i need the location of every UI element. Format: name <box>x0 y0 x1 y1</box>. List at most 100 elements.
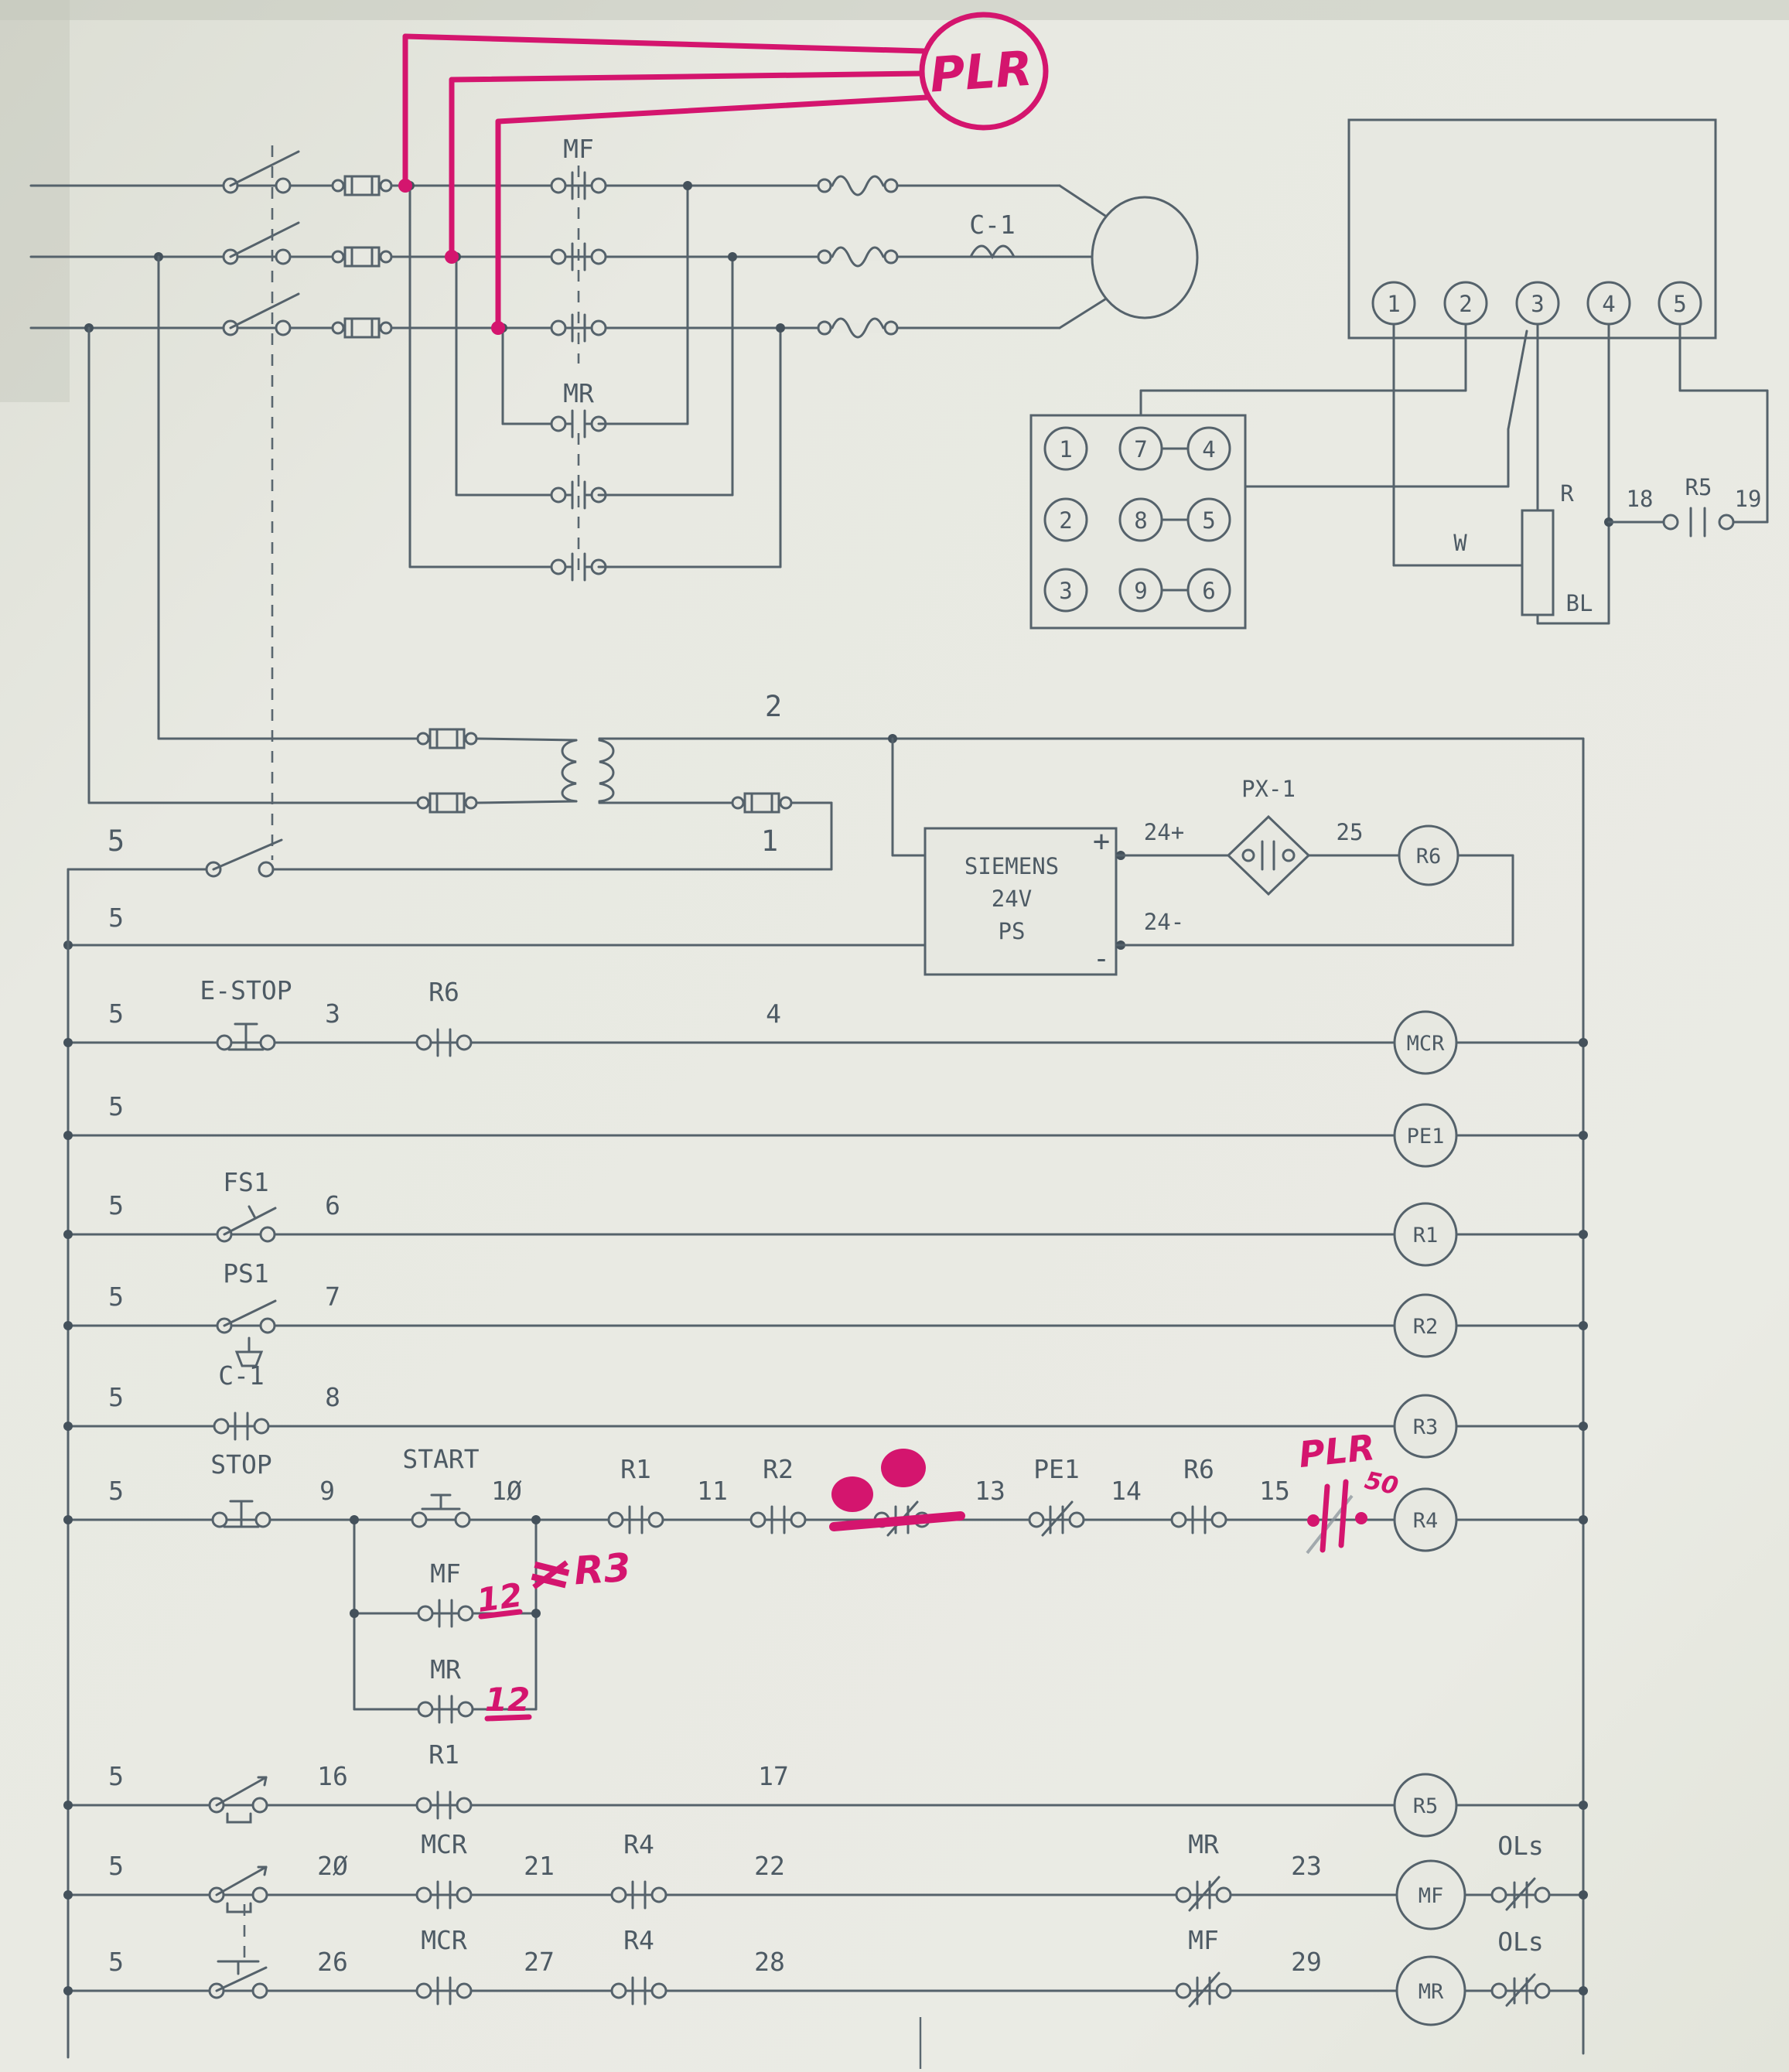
red-blot-over-r3-label <box>881 1449 926 1487</box>
motor-terminal-box: 1 2 3 4 5 <box>1139 118 1769 625</box>
ps-brand: SIEMENS <box>964 853 1059 879</box>
red-50-label: 50 <box>1362 1466 1401 1500</box>
mr-label: MR <box>563 378 594 408</box>
wire-29: 29 <box>1291 1947 1322 1977</box>
mf-contactor-contacts: MF <box>550 134 607 364</box>
wire-8: 8 <box>325 1382 340 1412</box>
wire-14: 14 <box>1111 1476 1142 1506</box>
r4-contact-label: R4 <box>623 1829 654 1859</box>
scan-shadow-top <box>0 0 1789 20</box>
transformer-secondary-winding <box>598 739 615 803</box>
transformer-primary-winding <box>561 739 578 803</box>
fs1-flow-switch <box>216 1205 277 1243</box>
wire-11: 11 <box>697 1476 728 1506</box>
r1-coil <box>1393 1202 1458 1267</box>
r3-coil-label: R3 <box>1413 1415 1439 1439</box>
r6-contact-label: R6 <box>1183 1454 1214 1484</box>
wire-2-label: 2 <box>765 690 782 723</box>
ps-minus: - <box>1093 942 1110 975</box>
wire-17: 17 <box>758 1761 789 1791</box>
mr-seal-label: MR <box>430 1654 461 1685</box>
r5-coil <box>1393 1773 1458 1838</box>
r4-coil-label: R4 <box>1413 1509 1439 1533</box>
start-label: START <box>402 1444 479 1474</box>
terminal-5: 5 <box>1673 291 1686 317</box>
grid-6: 6 <box>1202 578 1215 604</box>
mcr-contact-label: MCR <box>421 1925 467 1955</box>
pe1-coil <box>1393 1103 1458 1168</box>
mf-label: MF <box>563 134 594 164</box>
wire-5: 5 <box>108 1476 124 1506</box>
c1-current-coil: C-1 <box>969 210 1016 260</box>
wire-23: 23 <box>1291 1851 1322 1881</box>
wire-5: 5 <box>108 1382 124 1412</box>
wire-15: 15 <box>1259 1476 1290 1506</box>
disconnect-switch <box>222 145 300 860</box>
ols-label: OLs <box>1497 1927 1544 1957</box>
wire-5: 5 <box>108 1282 124 1312</box>
pot-r-label: R <box>1560 480 1574 507</box>
rung-r2: 5 PS1 7 R2 <box>63 1258 1588 1367</box>
mr-coil-label: MR <box>1419 1980 1444 2004</box>
wire-5-label: 5 <box>108 903 124 933</box>
wire-10: 1Ø <box>491 1476 522 1506</box>
mr-interlock-label: MR <box>1188 1829 1219 1859</box>
rung-mcr: 5 E-STOP 3 R6 4 MCR <box>63 975 1588 1075</box>
terminal-circles: 1 2 3 4 5 <box>1371 281 1702 326</box>
grid-9: 9 <box>1134 578 1147 604</box>
mf-coil <box>1395 1859 1466 1930</box>
wire-7: 7 <box>325 1282 340 1312</box>
c1-contact-label: C-1 <box>218 1360 265 1391</box>
wire-27: 27 <box>524 1947 555 1977</box>
rung-mf: 5 2Ø MCR 21 R4 22 MR 23 MF OLs <box>63 1829 1588 1960</box>
terminal-3: 3 <box>1531 291 1544 317</box>
wire-21: 21 <box>524 1851 555 1881</box>
dc-power-supply-circuit: 5 SIEMENS 24V PS + - 24+ PX-1 25 R6 24- <box>63 734 1514 976</box>
wire-22: 22 <box>754 1851 785 1881</box>
wire-5: 5 <box>108 1091 124 1121</box>
wire-20: 2Ø <box>317 1851 348 1881</box>
ps1-label: PS1 <box>223 1258 269 1289</box>
red-strikethrough <box>829 1511 965 1531</box>
r2-coil <box>1393 1293 1458 1358</box>
terminal-grid-block: 1 7 4 2 8 5 3 9 6 <box>1029 414 1247 630</box>
rung-r3: 5 C-1 8 R3 <box>63 1360 1588 1459</box>
fs1-label: FS1 <box>223 1167 269 1197</box>
r5-contact-label: R5 <box>1685 474 1712 500</box>
mf-interlock-label: MF <box>1188 1925 1219 1955</box>
seal-in-branches: MF MR <box>350 1515 541 1724</box>
motor-symbol <box>1091 196 1199 319</box>
pot-w-label: W <box>1453 530 1467 556</box>
mcr-contact-label: MCR <box>421 1829 467 1859</box>
pe1-contact-label: PE1 <box>1033 1454 1080 1484</box>
three-phase-power-section: MF MR <box>29 134 1199 860</box>
rung-r5: 5 16 R1 17 R5 <box>63 1739 1588 1838</box>
r3-coil <box>1393 1394 1458 1459</box>
grid-7: 7 <box>1134 436 1147 463</box>
ps-voltage: 24V <box>992 886 1032 912</box>
wire-5: 5 <box>108 1851 124 1881</box>
rung-mr: 5 26 MCR 27 R4 28 MF 29 MR OLs <box>63 1925 1588 2026</box>
ps-type: PS <box>999 918 1026 944</box>
wire-5: 5 <box>108 1761 124 1791</box>
red-12-mr: 12 <box>485 1681 530 1719</box>
scan-shadow-corner <box>0 0 70 402</box>
wire-5: 5 <box>108 998 124 1029</box>
speed-potentiometer: R W BL <box>1453 480 1593 616</box>
grid-4: 4 <box>1202 436 1215 463</box>
r4-coil <box>1393 1487 1458 1552</box>
wire-9: 9 <box>319 1476 335 1506</box>
wire-24plus: 24+ <box>1144 819 1184 845</box>
red-plr-contact: PLR 50 <box>1297 1426 1401 1553</box>
wire-3: 3 <box>325 998 340 1029</box>
terminal-4: 4 <box>1602 291 1615 317</box>
mcr-coil-label: MCR <box>1407 1032 1446 1056</box>
mr-contactor-contacts: MR <box>408 184 782 582</box>
terminal-1: 1 <box>1387 291 1400 317</box>
r5-feedback-line: 18 R5 19 <box>1604 474 1769 538</box>
mf-seal-label: MF <box>430 1558 461 1589</box>
mr-coil <box>1395 1955 1466 2026</box>
wire-26: 26 <box>317 1947 348 1977</box>
c1-label: C-1 <box>969 210 1016 240</box>
